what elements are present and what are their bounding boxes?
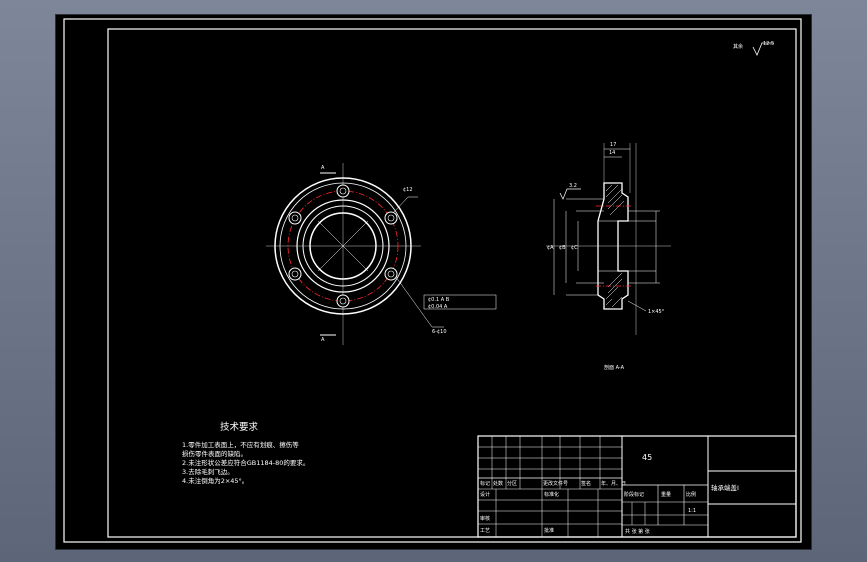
section-profile [597, 182, 629, 310]
bore-circle [309, 212, 377, 280]
hole-dia-label: ¢12 [403, 187, 413, 193]
section-caption: 剖面 A-A [604, 364, 625, 371]
section-mark-bottom: A [321, 337, 325, 343]
tb-label: 分区 [507, 480, 517, 487]
tb-label: 签名 [581, 480, 591, 487]
tb-approve: 批准 [544, 527, 554, 534]
dim-flange-width: 14 [609, 150, 615, 156]
tb-label: 更改文件号 [543, 480, 568, 487]
roughness-label: 其余 [733, 43, 743, 50]
tb-design: 设计 [480, 491, 490, 498]
section-view: ¢A ¢B ¢C 17 14 3.2 1×45° 剖面 A-A [546, 142, 671, 371]
dia-label-a: ¢A [547, 245, 554, 251]
position-tolerance: ¢0.1 A B [428, 297, 450, 303]
tb-standardize: 标准化 [544, 491, 559, 498]
bolt-hole [288, 211, 302, 225]
chamfer-label: 1×45° [648, 309, 665, 315]
tech-line: 2.未注形状公差应符合GB1184-80的要求。 [182, 458, 309, 467]
tb-sheets: 共 张 第 张 [625, 528, 650, 535]
tech-title: 技术要求 [220, 421, 259, 433]
outer-frame [63, 18, 802, 543]
tb-label: 标记 [480, 480, 490, 487]
bolt-hole [336, 294, 350, 308]
part-name: 轴承端盖Ⅰ [711, 483, 739, 492]
tech-line: 损伤零件表面的缺陷。 [182, 449, 247, 458]
tech-line: 1.零件加工表面上，不应有划痕、擦伤等 [182, 440, 299, 449]
outer-flange-circle [274, 177, 412, 315]
section-mark-top: A [321, 165, 325, 171]
bolt-hole [384, 211, 398, 225]
dia-label-c: ¢C [571, 245, 578, 251]
roughness-value: 12.5 [763, 41, 774, 47]
tb-review: 审核 [480, 515, 490, 522]
tb-weight: 重量 [661, 491, 671, 498]
title-block-text: 45 轴承端盖Ⅰ 标记 处数 分区 更改文件号 签名 年、月、日 设计 标准化 … [480, 453, 739, 535]
concentricity-tolerance: ¢0.04 A [428, 304, 448, 310]
dia-label-b: ¢B [559, 245, 566, 251]
tech-line: 3.去除毛刺飞边。 [182, 467, 234, 476]
dim-total-width: 17 [610, 142, 616, 148]
surface-roughness-note: 其余 12.5 [733, 41, 774, 56]
bolt-hole [288, 267, 302, 281]
tb-label: 年、月、日 [601, 480, 626, 487]
title-block [477, 435, 797, 538]
section-roughness: 3.2 [569, 183, 577, 189]
tech-requirements: 技术要求 1.零件加工表面上，不应有划痕、擦伤等 损伤零件表面的缺陷。 2.未注… [182, 421, 309, 485]
tb-stage-mark: 阶段标记 [624, 491, 644, 498]
hole-count-label: 6-¢10 [432, 329, 447, 335]
inner-frame [107, 28, 797, 538]
tb-scale: 1:1 [688, 508, 696, 514]
front-view: A A ¢12 6-¢10 ¢0.1 A B ¢0.04 A [266, 163, 497, 345]
tech-line: 4.未注倒角为2×45°。 [182, 476, 248, 485]
bolt-hole [336, 184, 350, 198]
tb-scale-label: 比例 [686, 491, 696, 498]
tb-process: 工艺 [480, 528, 490, 534]
cad-viewport[interactable]: 其余 12.5 A A ¢12 6-¢10 ¢0.1 [55, 14, 812, 550]
tb-label: 处数 [493, 480, 503, 487]
material: 45 [642, 453, 652, 462]
bolt-hole [384, 267, 398, 281]
engineering-drawing: 其余 12.5 A A ¢12 6-¢10 ¢0.1 [63, 18, 802, 543]
